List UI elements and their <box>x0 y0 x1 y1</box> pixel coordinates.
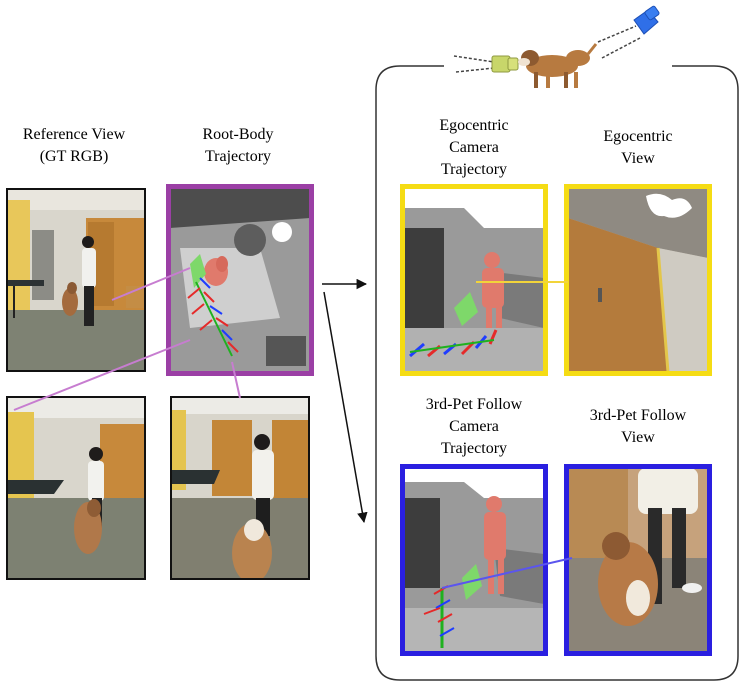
ego-view-line2: View <box>621 150 655 167</box>
ego-view-label: Egocentric View <box>564 126 712 170</box>
pet-camera-label: 3rd-Pet Follow Camera Trajectory <box>400 394 548 460</box>
root-body-frame <box>166 184 314 376</box>
root-body-subtitle: Trajectory <box>204 148 272 165</box>
ego-view-image <box>568 188 708 372</box>
root-body-trajectory-image <box>170 188 310 372</box>
reference-view-title: Reference View <box>22 126 126 143</box>
camera-icon <box>597 5 660 59</box>
pet-view-frame <box>564 464 712 656</box>
pet-camera-line2: Camera <box>449 418 499 435</box>
ego-camera-line1: Egocentric <box>439 117 509 134</box>
ego-view-line1: Egocentric <box>603 128 673 145</box>
ego-view-frame <box>564 184 712 376</box>
pet-view-image <box>568 468 708 652</box>
reference-view-label: Reference View (GT RGB) <box>0 124 148 168</box>
root-body-title: Root-Body <box>202 126 274 143</box>
dog-icon <box>518 43 598 88</box>
pet-view-line2: View <box>621 429 655 446</box>
ego-camera-frame <box>400 184 548 376</box>
ego-camera-trajectory-image <box>404 188 544 372</box>
camera-icon <box>453 55 519 73</box>
pet-view-label: 3rd-Pet Follow View <box>564 405 712 449</box>
reference-view-image <box>6 188 146 372</box>
root-body-label: Root-Body Trajectory <box>164 124 312 168</box>
ego-camera-line3: Trajectory <box>440 161 508 178</box>
reference-view-image-2 <box>6 396 146 580</box>
pet-camera-line3: Trajectory <box>440 440 508 457</box>
ego-camera-line2: Camera <box>449 139 499 156</box>
pet-camera-line1: 3rd-Pet Follow <box>425 396 523 413</box>
reference-view-image-3 <box>170 396 310 580</box>
pet-camera-frame <box>400 464 548 656</box>
ego-camera-label: Egocentric Camera Trajectory <box>400 115 548 181</box>
arrow-to-pet-follow <box>323 291 368 524</box>
pet-view-line1: 3rd-Pet Follow <box>589 407 687 424</box>
reference-view-subtitle: (GT RGB) <box>39 148 109 165</box>
